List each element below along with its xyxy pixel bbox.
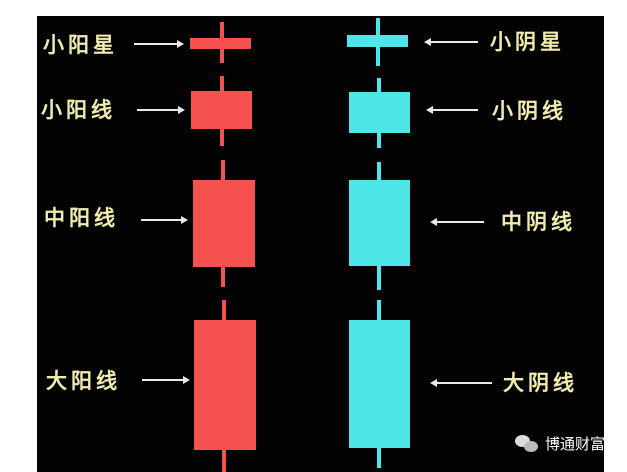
candle-body-medium-bull: [193, 180, 255, 267]
candle-body-large-bull: [194, 320, 256, 450]
watermark: 博通财富: [515, 433, 605, 454]
arrow-right-icon: [134, 40, 184, 48]
diagram-background: [37, 16, 604, 472]
label-small-bull-star: 小阳星: [43, 32, 118, 57]
label-medium-bull: 中阳线: [44, 205, 119, 230]
label-small-bear-star: 小阴星: [490, 29, 565, 54]
arrow-left-icon: [430, 379, 492, 387]
label-large-bull: 大阳线: [46, 368, 121, 393]
label-small-bear: 小阴线: [492, 98, 567, 123]
candle-body-large-bear: [349, 320, 410, 448]
wechat-icon: [515, 434, 539, 453]
candle-body-small-bear-star: [347, 35, 408, 47]
arrow-left-icon: [430, 218, 484, 226]
arrow-right-icon: [142, 376, 190, 384]
candle-body-small-bull: [191, 91, 252, 129]
arrow-right-icon: [137, 106, 185, 114]
arrow-left-icon: [424, 38, 478, 46]
label-small-bull: 小阳线: [41, 97, 116, 122]
candle-body-medium-bear: [349, 180, 410, 266]
candle-body-small-bear: [349, 92, 410, 133]
arrow-left-icon: [426, 106, 478, 114]
candle-body-small-bull-star: [190, 38, 251, 49]
arrow-right-icon: [141, 216, 188, 224]
label-large-bear: 大阴线: [503, 370, 578, 395]
label-medium-bear: 中阴线: [501, 209, 576, 234]
watermark-text: 博通财富: [545, 435, 606, 453]
